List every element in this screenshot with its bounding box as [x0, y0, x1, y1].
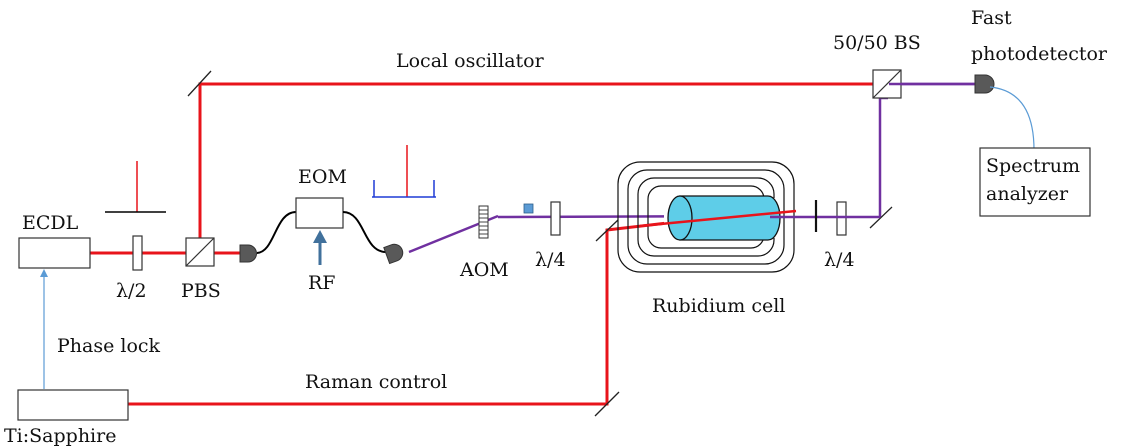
beam-block	[523, 203, 534, 214]
mirror-raman-corner	[594, 391, 620, 417]
fiber-coupler-in	[239, 244, 257, 263]
rf-arrowhead	[313, 230, 327, 243]
ti-sapphire-box	[17, 389, 129, 421]
spectrum-analyzer-label-1: Spectrum	[986, 155, 1080, 177]
phase-lock-label: Phase lock	[57, 335, 161, 357]
eom-label: EOM	[298, 166, 347, 188]
mirrors	[187, 70, 893, 417]
ecdl-label: ECDL	[22, 212, 79, 234]
aom	[478, 205, 489, 239]
phase-lock-arrowhead	[40, 269, 48, 277]
ecdl-box	[18, 237, 91, 269]
quarter-wave-label-2: λ/4	[824, 249, 855, 271]
local-oscillator-label: Local oscillator	[396, 50, 545, 72]
fiber-in	[256, 211, 297, 254]
return-to-bs-beam	[878, 96, 888, 217]
pbs-cube	[185, 237, 215, 267]
spectrum-analyzer-label-2: analyzer	[986, 183, 1069, 205]
detector-cable	[989, 86, 1035, 151]
aom-label: AOM	[459, 259, 509, 281]
rf-label: RF	[308, 272, 336, 294]
half-wave-label: λ/2	[116, 280, 147, 302]
fast-photodetector-label-2: photodetector	[971, 43, 1108, 65]
fiber-out	[342, 211, 387, 253]
raman-beam-in-cell	[639, 209, 797, 228]
quarter-wave-plate-1	[550, 201, 561, 236]
mirror-raman-up	[595, 219, 619, 242]
pbs-label: PBS	[181, 280, 221, 302]
quarter-wave-plate-2	[836, 201, 847, 236]
spectrum-analyzer-box	[979, 147, 1091, 217]
sideband-spectrum	[372, 145, 436, 198]
mirror-return-corner	[869, 206, 893, 229]
single-frequency-spectrum	[105, 161, 166, 213]
raman-control-label: Raman control	[305, 371, 447, 393]
fiber-coupler-out	[383, 243, 404, 265]
bs-5050-label: 50/50 BS	[833, 32, 921, 54]
rubidium-cell	[667, 195, 781, 241]
eom-box	[295, 197, 344, 229]
rubidium-cell-label: Rubidium cell	[652, 295, 785, 317]
half-wave-plate	[132, 235, 143, 271]
fast-photodetector	[974, 74, 995, 94]
mirror-lo-corner	[187, 70, 212, 97]
ti-sapphire-label: Ti:Sapphire	[4, 425, 116, 447]
fast-photodetector-label-1: Fast	[971, 7, 1012, 29]
quarter-wave-label-1: λ/4	[535, 249, 566, 271]
